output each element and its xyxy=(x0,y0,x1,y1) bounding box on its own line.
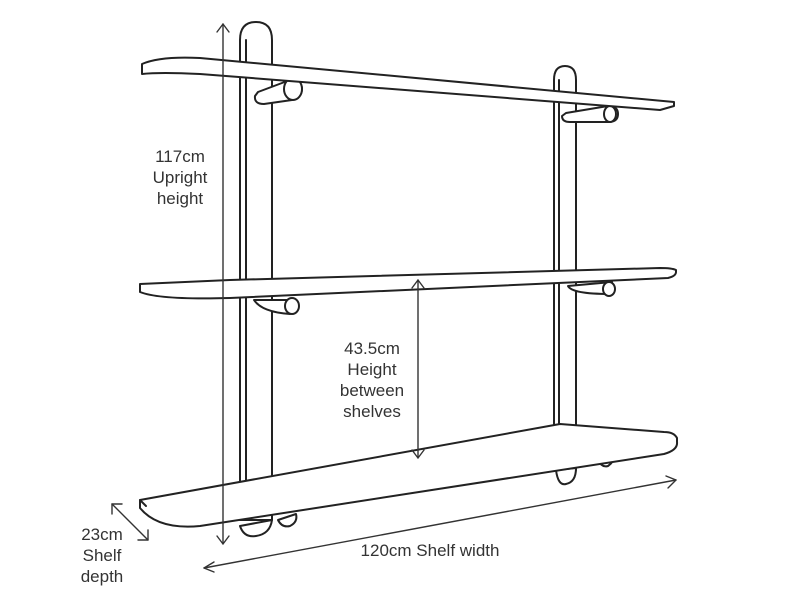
shelf-spacing-label: 43.5cm Height between shelves xyxy=(330,338,414,422)
shelf-depth-caption-1: Shelf xyxy=(82,546,122,565)
upright-height-caption-1: Upright xyxy=(152,168,208,187)
shelf-width-label: 120cm Shelf width xyxy=(340,540,520,561)
shelf-depth-dimension xyxy=(111,503,149,541)
shelf-width-dimension xyxy=(203,475,677,573)
shelf-depth-value: 23cm xyxy=(81,525,123,544)
middle-shelf xyxy=(139,267,677,300)
middle-right-bracket xyxy=(567,281,616,297)
bottom-shelf xyxy=(139,423,679,528)
shelf-spacing-value: 43.5cm xyxy=(344,339,400,358)
shelf-depth-label: 23cm Shelf depth xyxy=(66,524,138,587)
shelf-spacing-dimension xyxy=(411,279,425,459)
upright-height-caption-2: height xyxy=(156,189,204,208)
shelf-depth-caption-2: depth xyxy=(80,567,124,586)
shelf-spacing-caption-2: between xyxy=(339,381,405,400)
right-upright xyxy=(553,65,577,471)
upright-height-dimension xyxy=(216,23,230,545)
upright-height-value: 117cm xyxy=(155,147,205,166)
bottom-left-bracket xyxy=(239,513,298,538)
shelf-width-text: 120cm Shelf width xyxy=(360,541,500,560)
shelf-spacing-caption-1: Height xyxy=(347,360,397,379)
top-right-bracket xyxy=(561,105,619,123)
upright-height-label: 117cm Upright height xyxy=(138,146,222,209)
shelf-spacing-caption-3: shelves xyxy=(343,402,401,421)
middle-left-bracket xyxy=(253,297,300,315)
top-shelf xyxy=(141,56,675,111)
